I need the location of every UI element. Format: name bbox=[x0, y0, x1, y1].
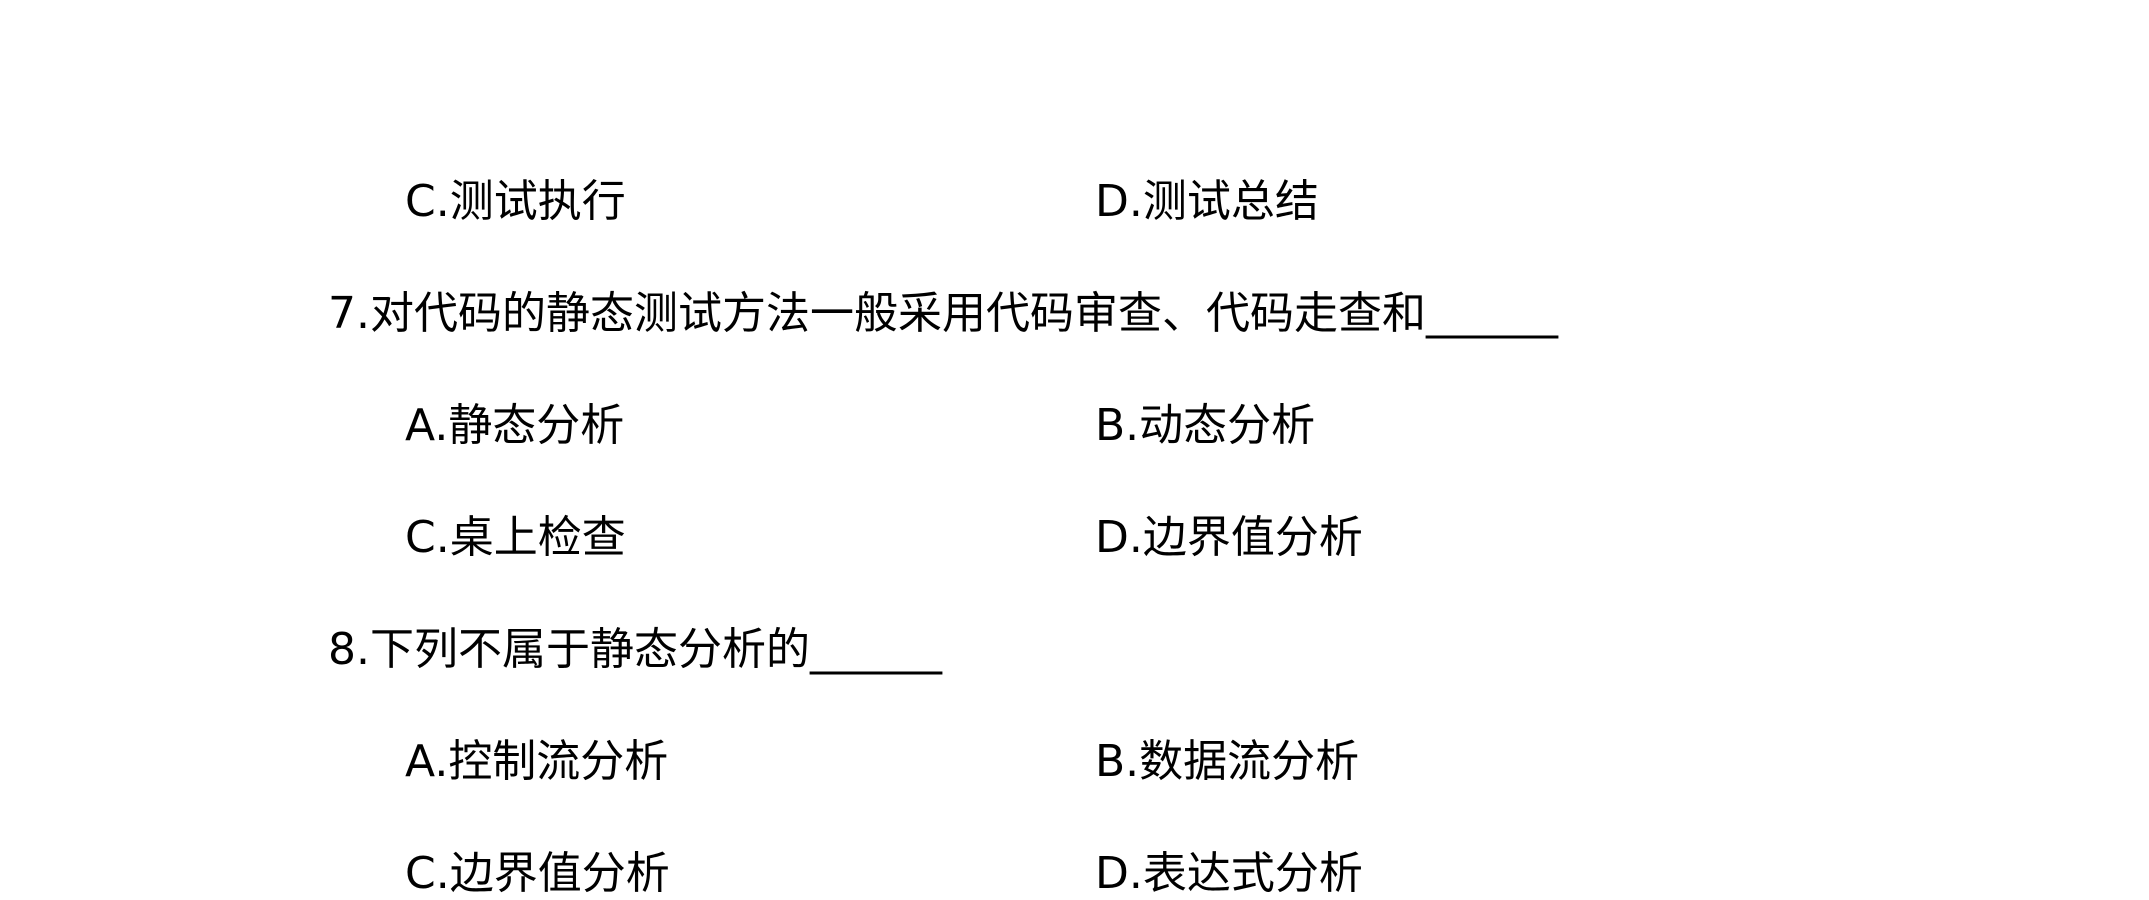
q6-option-d: D.测试总结 bbox=[1095, 176, 1319, 227]
q7-question: 7.对代码的静态测试方法一般采用代码审查、代码走查和______ bbox=[328, 288, 1558, 339]
q8-option-b: B.数据流分析 bbox=[1095, 736, 1360, 787]
q8-option-d: D.表达式分析 bbox=[1095, 848, 1363, 899]
q7-option-b: B.动态分析 bbox=[1095, 400, 1316, 451]
q7-option-d: D.边界值分析 bbox=[1095, 512, 1363, 563]
q8-option-a: A.控制流分析 bbox=[405, 736, 669, 787]
q7-option-c: C.桌上检查 bbox=[405, 512, 626, 563]
q8-question: 8.下列不属于静态分析的______ bbox=[328, 624, 942, 675]
q8-option-c: C.边界值分析 bbox=[405, 848, 670, 899]
q6-option-c: C.测试执行 bbox=[405, 176, 626, 227]
q7-option-a: A.静态分析 bbox=[405, 400, 625, 451]
